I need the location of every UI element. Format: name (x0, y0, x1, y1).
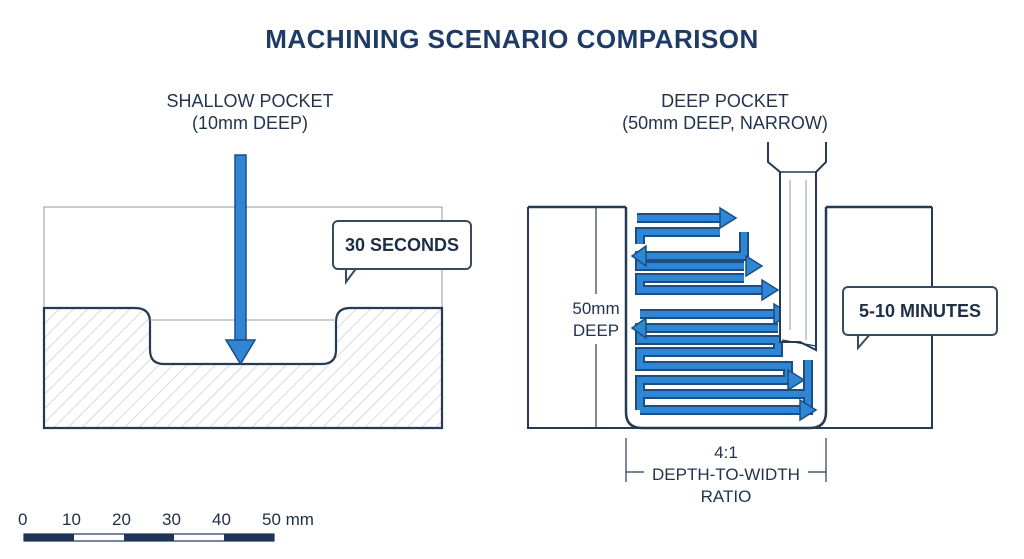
deep-pocket-subtitle: (50mm DEEP, NARROW) (622, 113, 828, 133)
time-callout-deep: 5-10 MINUTES (842, 286, 998, 336)
depth-dimension (586, 206, 606, 429)
shallow-pocket-title: SHALLOW POCKET (166, 91, 334, 111)
scale-label-20: 20 (112, 510, 131, 529)
page-title: MACHINING SCENARIO COMPARISON (265, 24, 759, 54)
deep-pocket-heading: DEEP POCKET (50mm DEEP, NARROW) (600, 90, 850, 134)
scale-bar (23, 533, 275, 542)
depth-label: 50mm DEEP (572, 299, 620, 340)
width-dimension (625, 438, 827, 482)
ratio-label: 4:1 DEPTH-TO-WIDTH RATIO (652, 443, 800, 506)
time-callout-shallow: 30 SECONDS (332, 220, 472, 270)
scale-label-40: 40 (212, 510, 231, 529)
shallow-pocket-heading: SHALLOW POCKET (10mm DEEP) (134, 90, 366, 134)
workpiece-section (42, 306, 444, 430)
scale-label-10: 10 (62, 510, 81, 529)
shallow-pocket-subtitle: (10mm DEEP) (191, 113, 308, 133)
plunge-arrow-shaft (234, 154, 247, 341)
scale-label-50: 50 mm (262, 510, 314, 529)
scale-label-0: 0 (18, 510, 28, 529)
shallow-pocket-diagram (42, 154, 444, 430)
deep-pocket-walls (624, 207, 828, 430)
end-mill-tool (767, 142, 827, 352)
scale-label-30: 30 (162, 510, 181, 529)
toolpath (630, 206, 818, 422)
deep-pocket-diagram (527, 142, 933, 482)
plunge-arrow-head (224, 339, 257, 366)
deep-pocket-title: DEEP POCKET (661, 91, 789, 111)
